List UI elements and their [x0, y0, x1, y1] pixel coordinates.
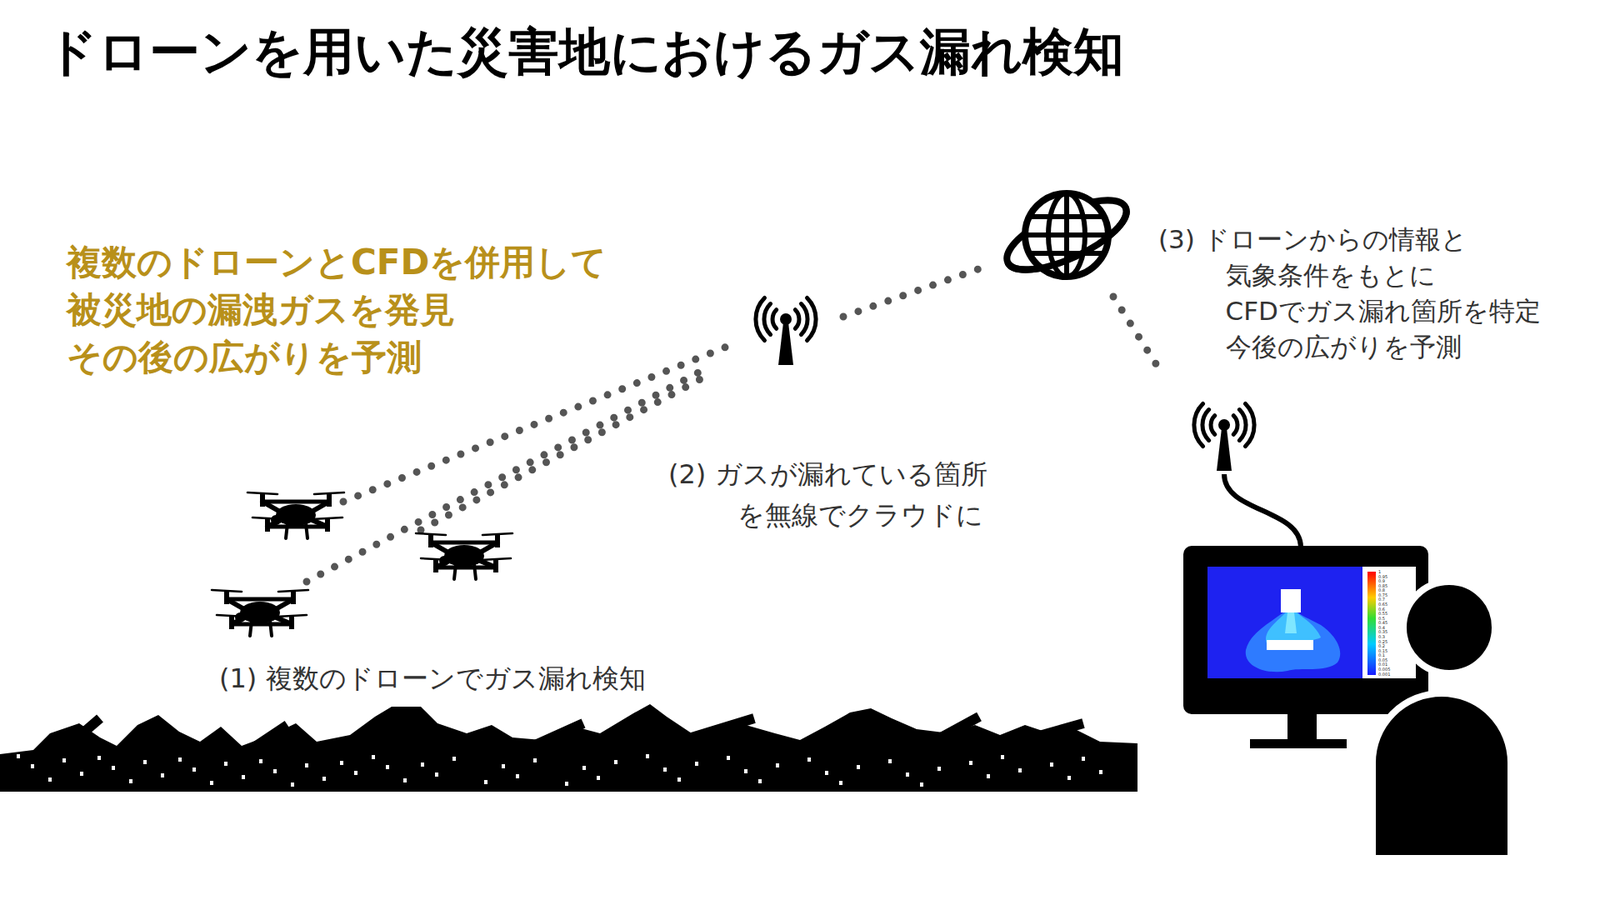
window-speck	[210, 780, 214, 785]
window-speck	[290, 782, 295, 787]
window-speck	[533, 758, 537, 763]
window-speck	[129, 779, 133, 784]
window-speck	[986, 774, 990, 779]
window-speck	[403, 778, 407, 783]
window-speck	[420, 762, 425, 767]
window-speck	[340, 760, 344, 765]
window-speck	[596, 775, 600, 780]
step-label: (1) 複数のドローンでガス漏れ検知	[219, 660, 646, 697]
window-speck	[484, 780, 488, 785]
window-speck	[515, 774, 520, 779]
window-speck	[1067, 775, 1071, 780]
window-speck	[695, 761, 699, 766]
window-speck	[565, 781, 569, 786]
step-label: (3) ドローンからの情報と 気象条件をもとに CFDでガス漏れ箇所を特定 今後…	[1158, 221, 1576, 365]
window-speck	[224, 761, 228, 766]
window-speck	[614, 760, 618, 765]
window-speck	[969, 760, 973, 765]
window-speck	[825, 770, 829, 775]
window-speck	[16, 754, 20, 759]
window-speck	[501, 764, 505, 769]
window-speck	[726, 755, 730, 760]
window-speck	[385, 765, 390, 770]
window-speck	[905, 772, 910, 777]
window-speck	[371, 755, 375, 760]
window-speck	[97, 755, 101, 760]
window-speck	[322, 776, 326, 781]
window-speck	[62, 758, 66, 763]
window-speck	[305, 763, 309, 768]
window-speck	[160, 773, 165, 778]
window-speck	[1050, 762, 1054, 767]
window-speck	[744, 769, 748, 774]
window-speck	[856, 765, 860, 770]
colorbar-value: 0.001	[1378, 672, 1390, 678]
window-speck	[192, 767, 196, 772]
window-speck	[839, 780, 843, 785]
window-speck	[452, 756, 456, 761]
window-speck	[888, 759, 892, 764]
window-speck	[645, 754, 650, 759]
window-speck	[775, 763, 780, 768]
window-speck	[48, 777, 52, 782]
window-speck	[582, 765, 586, 770]
window-speck	[273, 769, 277, 774]
step-label: (2) ガスが漏れている箇所 を無線でクラウドに	[668, 454, 1113, 536]
window-speck	[241, 775, 245, 780]
window-speck	[1000, 755, 1005, 760]
window-speck	[30, 764, 35, 769]
window-speck	[1081, 756, 1085, 761]
window-speck	[920, 782, 924, 787]
window-speck	[259, 759, 263, 764]
window-speck	[677, 777, 681, 782]
window-speck	[663, 767, 667, 772]
window-speck	[354, 770, 358, 775]
window-speck	[178, 757, 182, 762]
window-speck	[143, 760, 147, 765]
window-speck	[1018, 768, 1022, 773]
window-speck	[937, 766, 941, 771]
page-title: ドローンを用いた災害地におけるガス漏れ検知	[45, 18, 1125, 85]
summary-text: 複数のドローンとCFDを併用して 被災地の漏洩ガスを発見 その後の広がりを予測	[66, 238, 667, 381]
window-speck	[435, 772, 439, 777]
window-speck	[80, 771, 84, 776]
window-speck	[111, 765, 115, 770]
window-speck	[807, 757, 811, 762]
window-speck	[758, 779, 762, 784]
window-speck	[1099, 770, 1103, 775]
